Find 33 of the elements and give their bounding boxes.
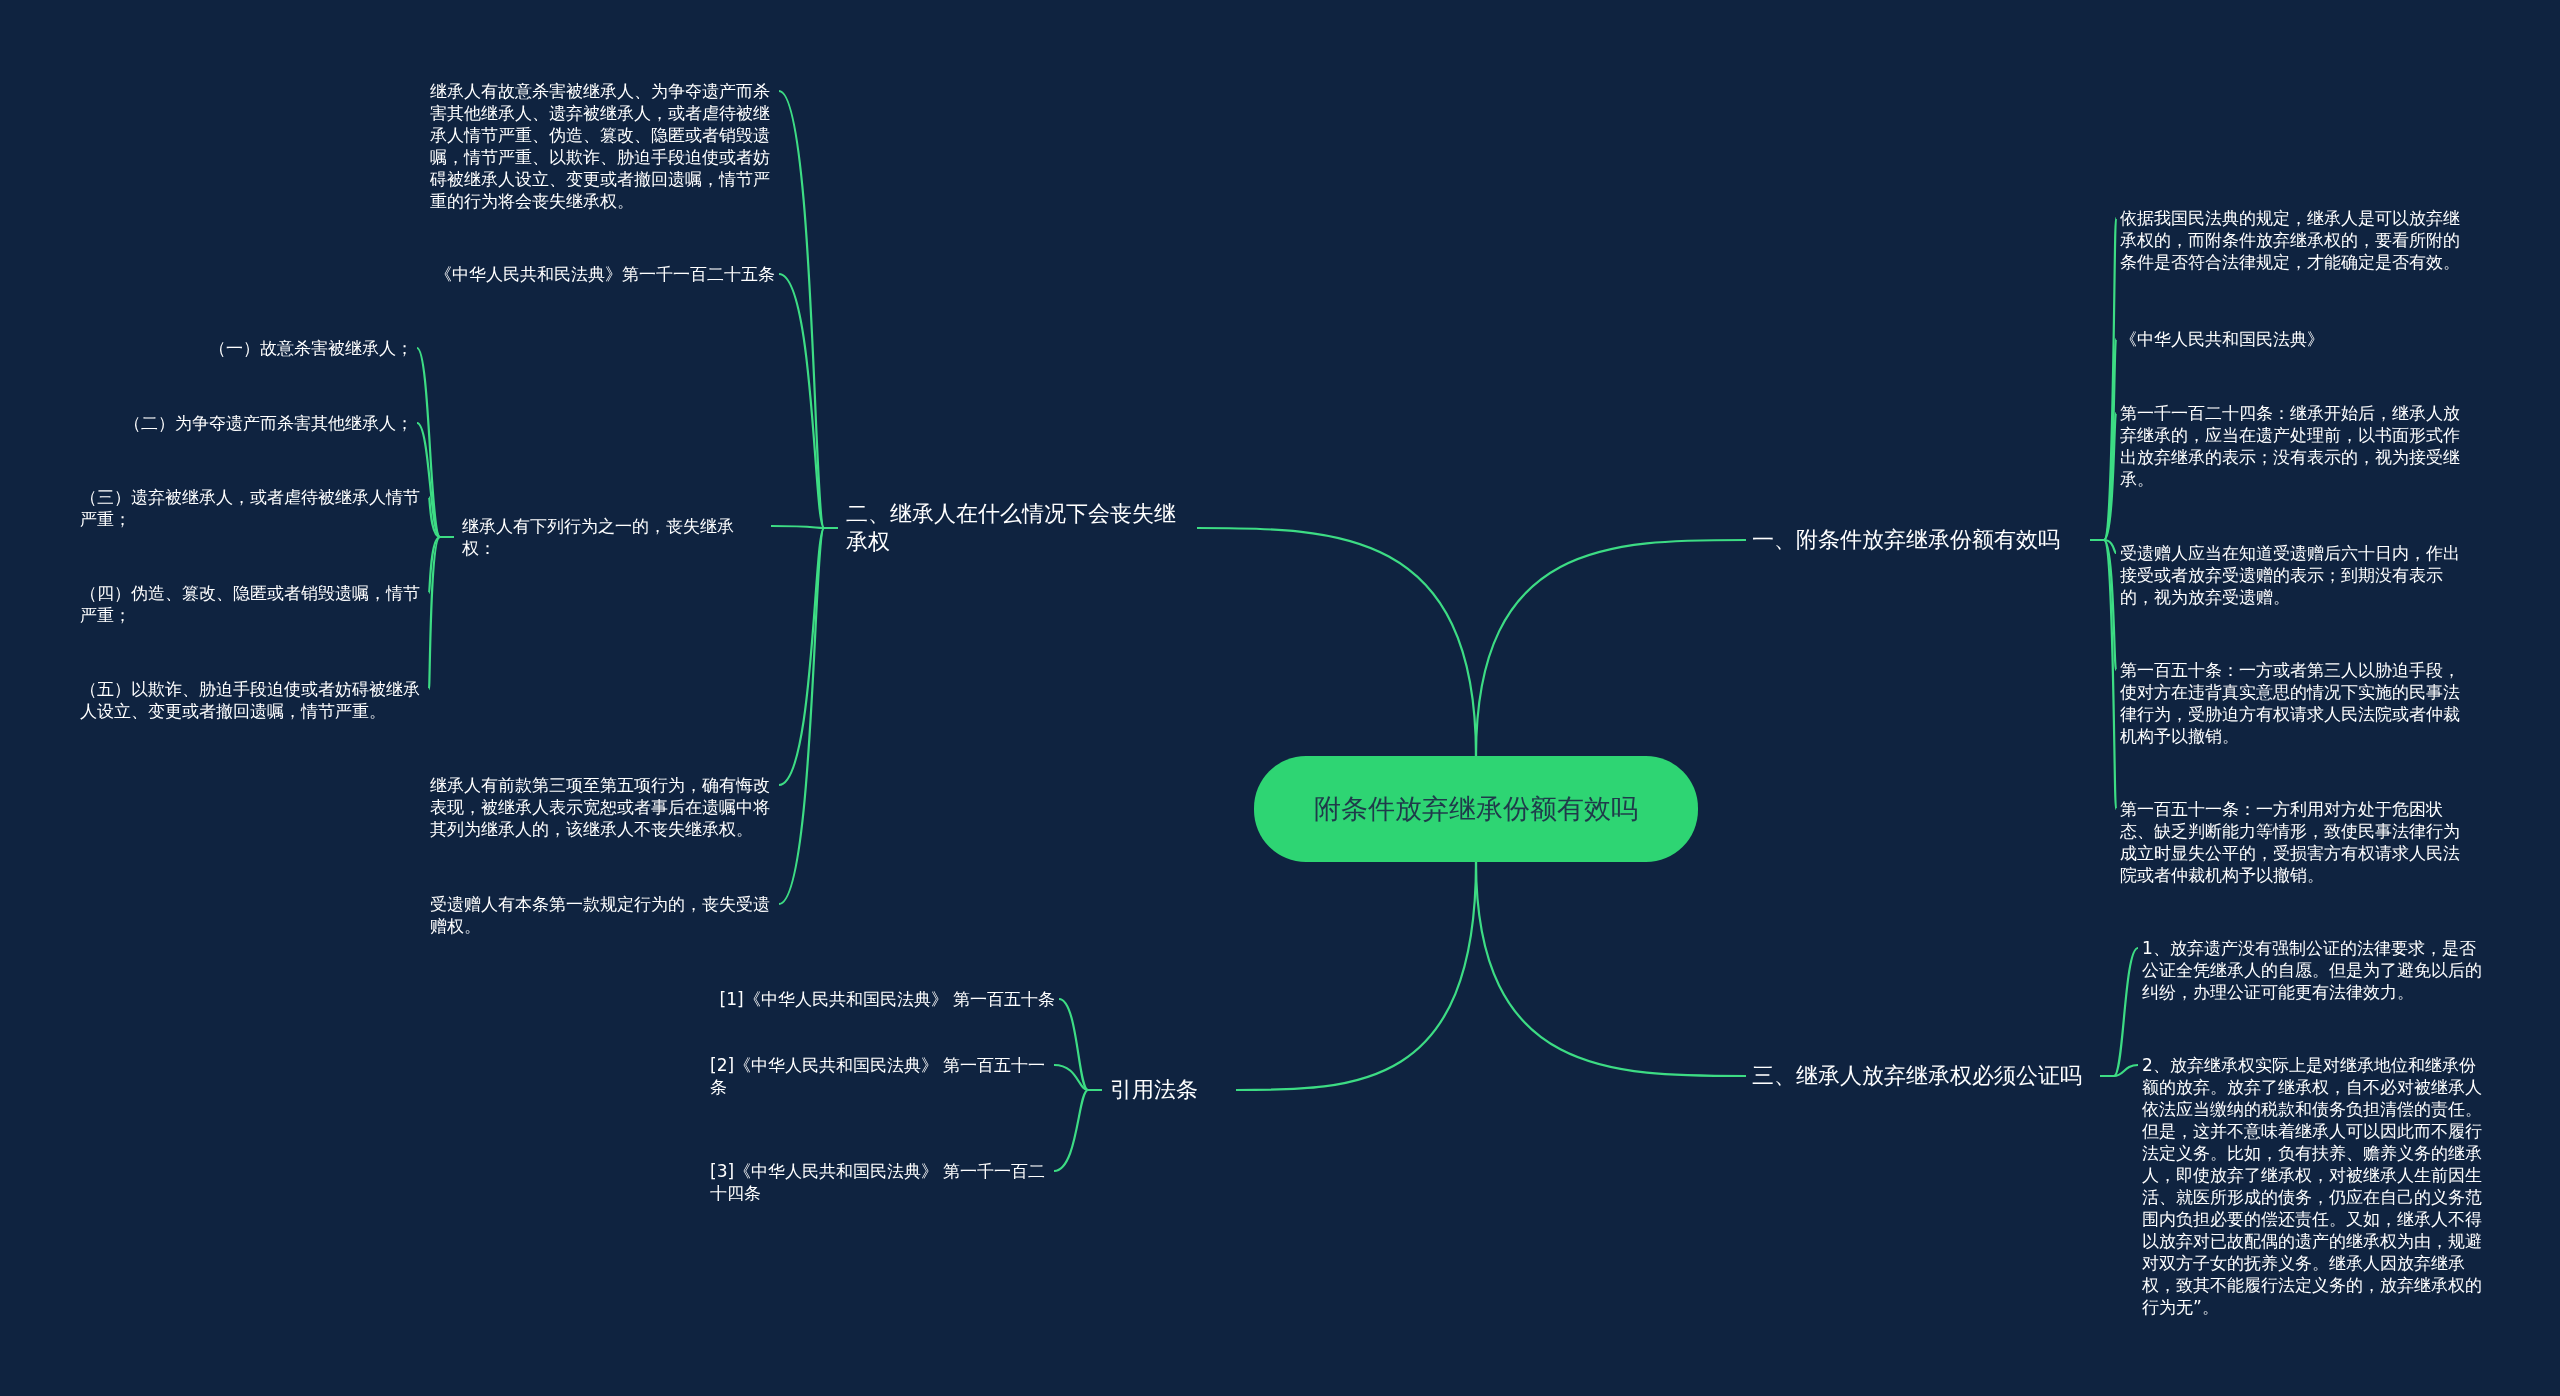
branch-topic-text: 三、继承人放弃继承权必须公证吗	[1752, 1062, 2092, 1090]
connector-line	[427, 535, 454, 690]
leaf-text: 继承人有故意杀害被继承人、为争夺遗产而杀害其他继承人、遗弃被继承人，或者虐待被继承人情节严重、伪造、篡改、隐匿或者销毁遗嘱，情节严重、以欺诈、胁迫手段迫使或者妨碍被继承人设立、变更或者撤回遗嘱，情节严重的行为将会丧失继承权。	[430, 80, 775, 212]
leaf-text: 受遗赠人有本条第一款规定行为的，丧失受遗赠权。	[430, 893, 775, 937]
leaf-text: 《中华人民共和民法典》第一千一百二十五条	[430, 263, 775, 285]
leaf-text: 1、放弃遗产没有强制公证的法律要求，是否公证全凭继承人的自愿。但是为了避免以后的纠纷，办理公证可能更有法律效力。	[2142, 937, 2487, 1003]
leaf-text: 第一千一百二十四条：继承开始后，继承人放弃继承的，应当在遗产处理前，以书面形式作出放弃继承的表示；没有表示的，视为接受继承。	[2120, 402, 2465, 490]
leaf-text: （一）故意杀害被继承人；	[80, 337, 413, 359]
leaf-text: （二）为争夺遗产而杀害其他继承人；	[80, 412, 413, 434]
leaf-text: （三）遗弃被继承人，或者虐待被继承人情节严重；	[80, 486, 425, 530]
central-topic-box: 附条件放弃继承份额有效吗	[1254, 756, 1698, 862]
branch-topic-text: 二、继承人在什么情况下会丧失继承权	[846, 500, 1191, 556]
leaf-text: 《中华人民共和国民法典》	[2120, 328, 2465, 350]
leaf-text: [1]《中华人民共和国民法典》 第一百五十条	[710, 988, 1055, 1010]
leaf-text: 受遗赠人应当在知道受遗赠后六十日内，作出接受或者放弃受遗赠的表示；到期没有表示的，视为放弃受遗赠。	[2120, 542, 2465, 608]
branch-topic-text: 一、附条件放弃继承份额有效吗	[1752, 526, 2082, 554]
connector-line	[2090, 538, 2118, 810]
leaf-text: 继承人有前款第三项至第五项行为，确有悔改表现，被继承人表示宽恕或者事后在遗嘱中将其列为继承人的，该继承人不丧失继承权。	[430, 774, 775, 840]
leaf-text: 继承人有下列行为之一的，丧失继承权：	[462, 515, 767, 559]
connector-line	[2100, 1063, 2139, 1078]
connector-line	[778, 526, 838, 905]
leaf-text: 2、放弃继承权实际上是对继承地位和继承份额的放弃。放弃了继承权，自不必对被继承人依法应当缴纳的税款和债务负担清偿的责任。但是，这并不意味着继承人可以因此而不履行法定义务。比如，负有扶养、赡养义务的继承人，即使放弃了继承权，对被继承人生前因生活、就医所形成的债务，仍应在自己的义务范围内负担必要的偿还责任。又如，继承人不得以放弃对已故配偶的遗产的继承权为由，规避对双方子女的抚养义务。继承人因放弃继承权，致其不能履行法定义务的，放弃继承权的行为无”。	[2142, 1054, 2487, 1318]
leaf-text: （五）以欺诈、胁迫手段迫使或者妨碍被继承人设立、变更或者撤回遗嘱，情节严重。	[80, 678, 425, 722]
branch-topic-text: 引用法条	[1110, 1076, 1230, 1104]
leaf-text: [3]《中华人民共和国民法典》 第一千一百二十四条	[710, 1160, 1050, 1204]
leaf-text: [2]《中华人民共和国民法典》 第一百五十一条	[710, 1054, 1050, 1098]
connector-line	[1197, 526, 1478, 757]
leaf-text: 依据我国民法典的规定，继承人是可以放弃继承权的，而附条件放弃继承权的，要看所附的条件是否符合法律规定，才能确定是否有效。	[2120, 207, 2465, 273]
leaf-text: 第一百五十条：一方或者第三人以胁迫手段，使对方在违背真实意思的情况下实施的民事法律行为，受胁迫方有权请求人民法院或者仲裁机构予以撤销。	[2120, 659, 2465, 747]
connector-line	[1053, 1088, 1102, 1173]
connector-line	[1236, 861, 1478, 1092]
leaf-text: 第一百五十一条：一方利用对方处于危困状态、缺乏判断能力等情形，致使民事法律行为成立时显失公平的，受损害方有权请求人民法院或者仲裁机构予以撤销。	[2120, 798, 2465, 886]
leaf-text: （四）伪造、篡改、隐匿或者销毁遗嘱，情节严重；	[80, 582, 425, 626]
